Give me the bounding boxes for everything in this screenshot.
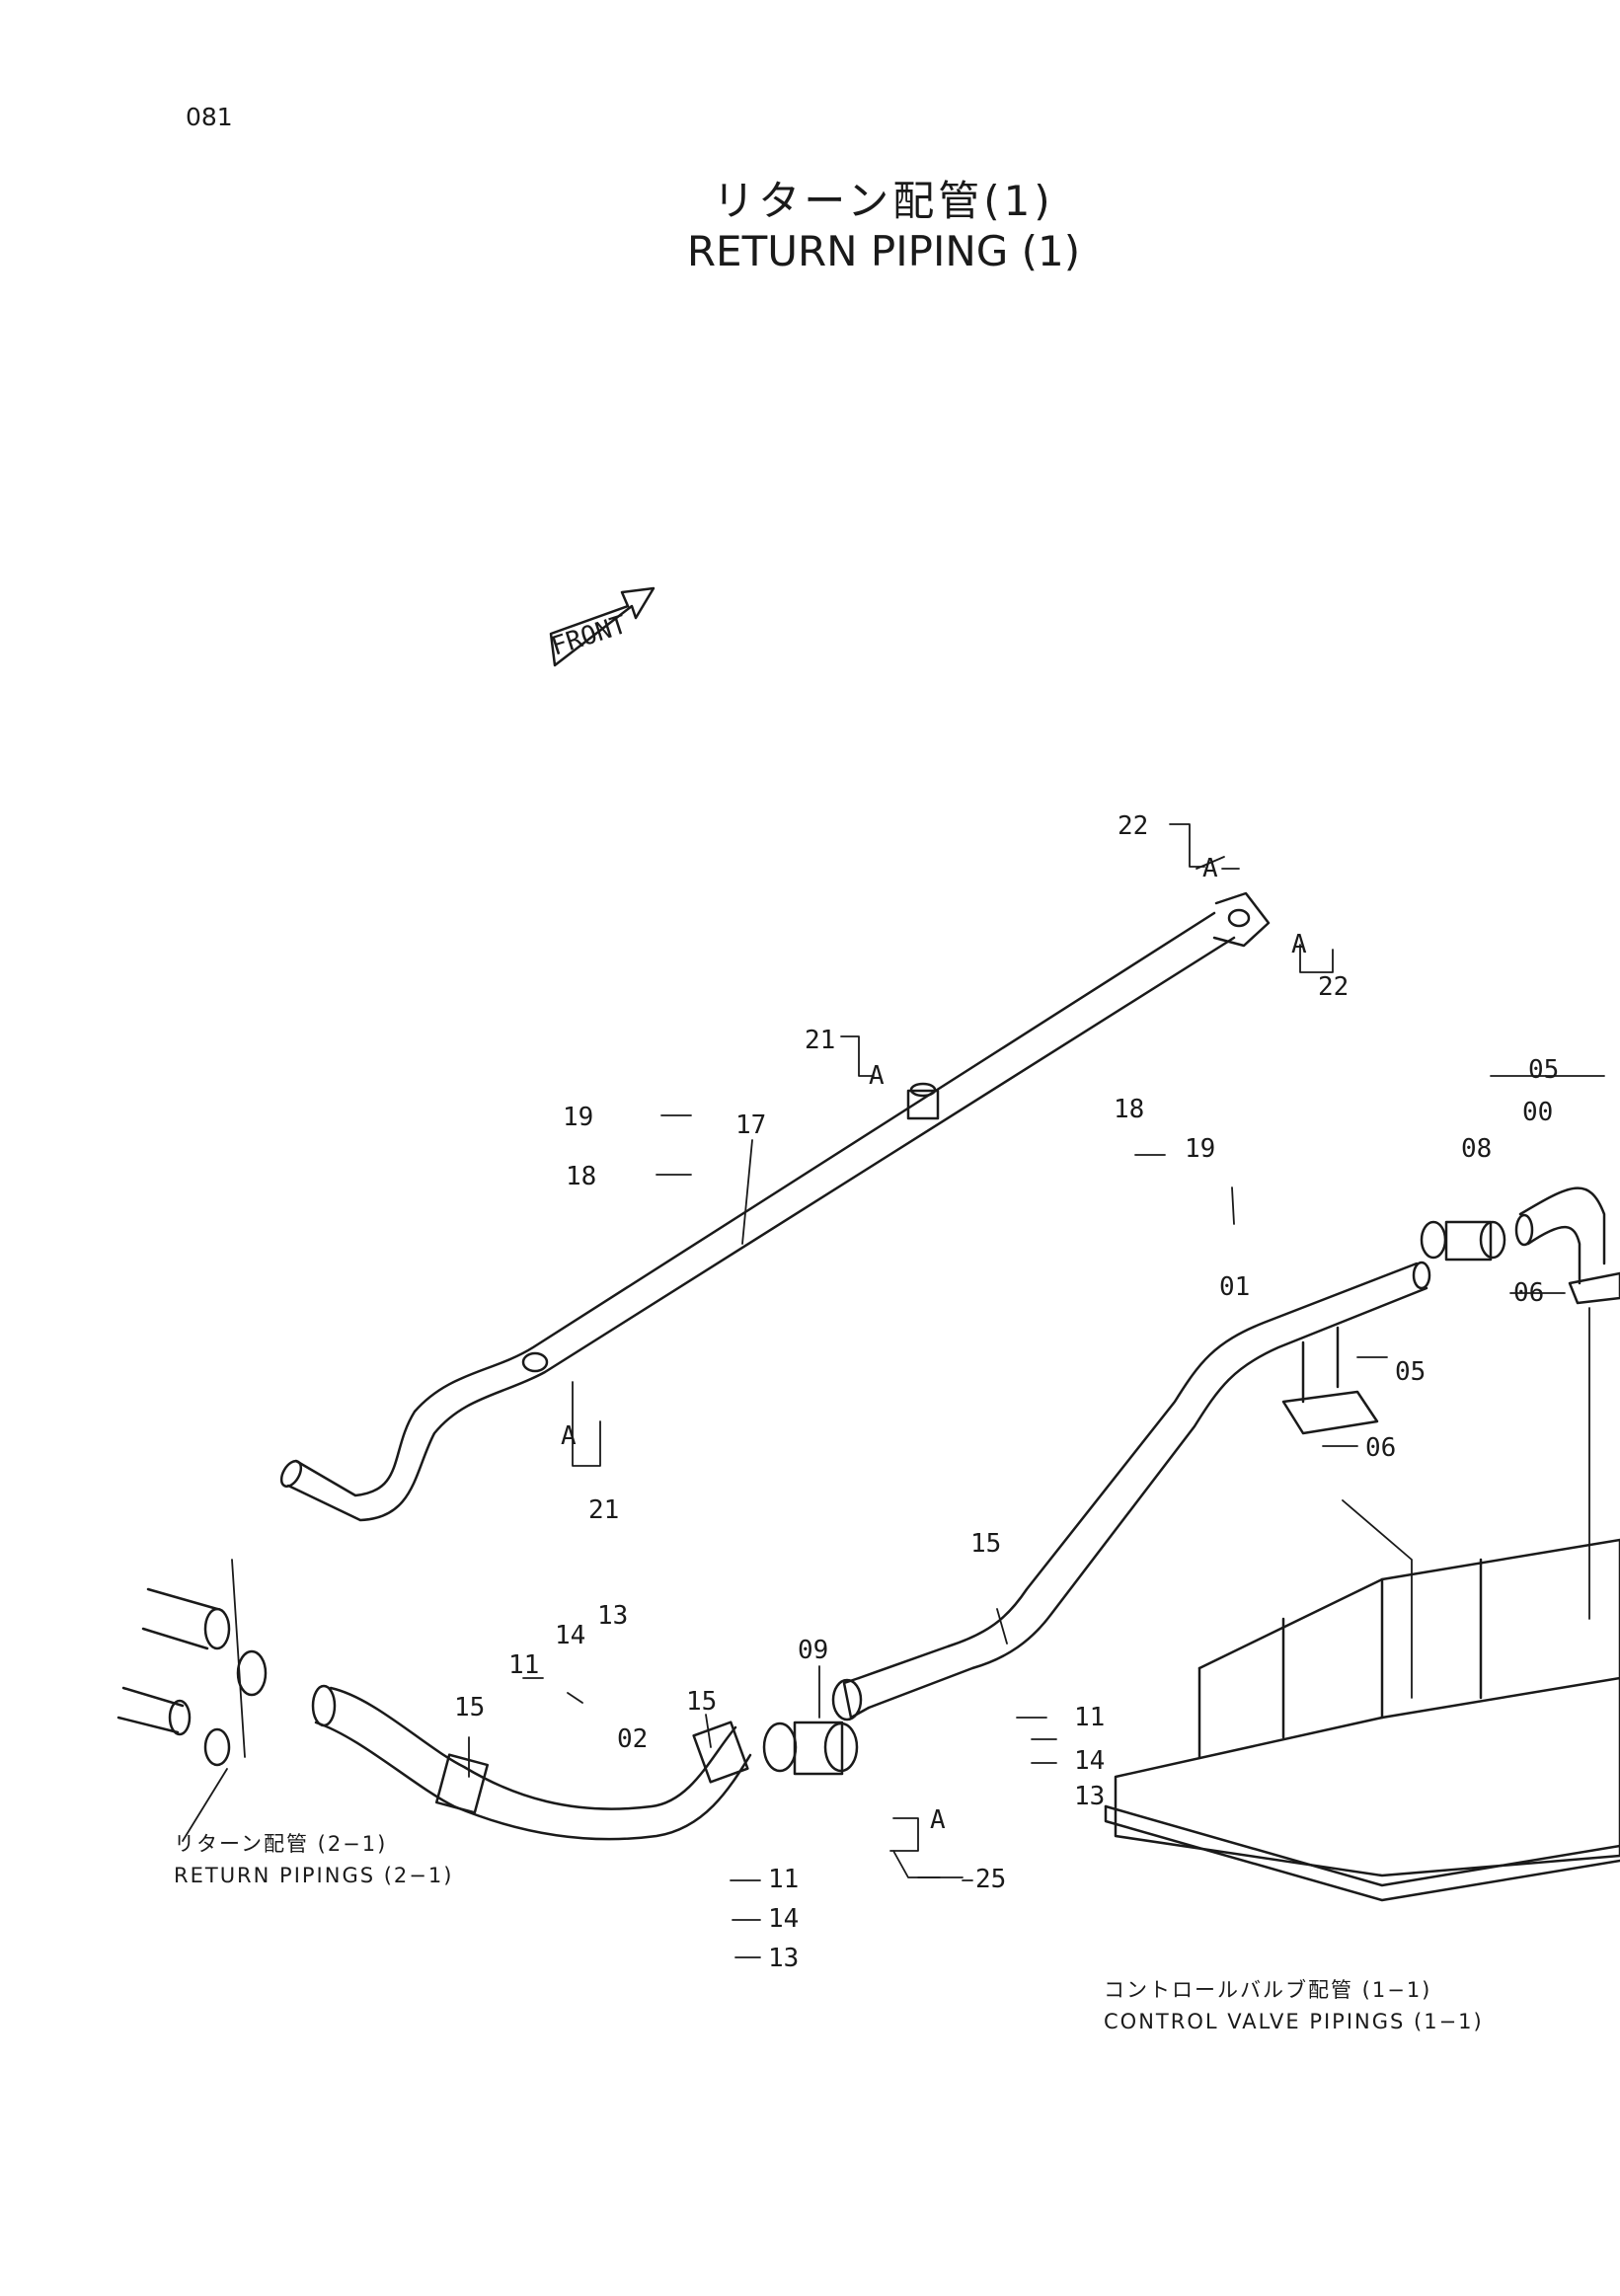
part-label-14: 14 xyxy=(768,1904,799,1934)
section-mark-a: A xyxy=(869,1061,885,1091)
part-label-22: 22 xyxy=(1318,972,1349,1002)
clamp-09 xyxy=(762,1721,859,1776)
title-japanese: リターン配管(1) xyxy=(713,177,1054,225)
part-label-21: 21 xyxy=(588,1495,619,1525)
clamp-08 xyxy=(1420,1220,1506,1262)
leader-lines xyxy=(182,823,1605,1958)
part-label-11: 11 xyxy=(508,1650,539,1680)
pipe-02 xyxy=(311,1684,752,1841)
part-label-14: 14 xyxy=(1074,1746,1105,1776)
pipe-01 xyxy=(831,1261,1431,1722)
pipe-17 xyxy=(279,891,1271,1522)
part-label-13: 13 xyxy=(597,1601,628,1631)
front-label: FRONT xyxy=(548,610,631,662)
section-mark-a: A xyxy=(1202,854,1218,883)
part-label-11: 11 xyxy=(768,1865,799,1894)
part-label-09: 09 xyxy=(798,1636,828,1665)
reference-return-pipings: リターン配管 (2−1) RETURN PIPINGS (2−1) xyxy=(174,1828,453,1891)
part-label-18: 18 xyxy=(566,1162,596,1191)
part-label-19: 19 xyxy=(563,1103,593,1132)
part-label-25: 25 xyxy=(975,1865,1006,1894)
reference-control-valve-jp: コントロールバルブ配管 (1−1) xyxy=(1104,1978,1432,2002)
part-label-05: 05 xyxy=(1395,1357,1426,1387)
part-label-19: 19 xyxy=(1185,1134,1215,1164)
part-label-13: 13 xyxy=(768,1944,799,1973)
part-label-08: 08 xyxy=(1461,1134,1492,1164)
part-label-14: 14 xyxy=(555,1621,585,1650)
elbow-pipe-00 xyxy=(1514,1186,1620,1305)
part-label-18: 18 xyxy=(1114,1095,1144,1124)
title-english: RETURN PIPING (1) xyxy=(686,227,1081,275)
reference-control-valve: コントロールバルブ配管 (1−1) CONTROL VALVE PIPINGS … xyxy=(1104,1974,1484,2037)
control-valve-body xyxy=(1104,1538,1620,1902)
return-hose-ends xyxy=(116,1587,268,1767)
section-mark-a: A xyxy=(1291,930,1307,959)
part-label-22: 22 xyxy=(1118,811,1148,841)
reference-control-valve-en: CONTROL VALVE PIPINGS (1−1) xyxy=(1104,2010,1484,2033)
part-label-05: 05 xyxy=(1528,1055,1559,1085)
part-label-06: 06 xyxy=(1513,1278,1544,1308)
pipe-17-boss xyxy=(906,1089,940,1120)
part-label-21: 21 xyxy=(805,1026,835,1055)
part-label-13: 13 xyxy=(1074,1782,1105,1811)
page-number: 081 xyxy=(186,103,233,131)
reference-return-pipings-jp: リターン配管 (2−1) xyxy=(174,1832,388,1856)
part-label-15: 15 xyxy=(970,1529,1001,1559)
part-label-06: 06 xyxy=(1365,1433,1396,1463)
part-label-01: 01 xyxy=(1219,1272,1250,1302)
part-label-02: 02 xyxy=(617,1724,648,1754)
part-label-15: 15 xyxy=(686,1687,717,1717)
part-label-00: 00 xyxy=(1522,1098,1553,1127)
part-label-17: 17 xyxy=(735,1110,766,1140)
front-arrow-icon: FRONT xyxy=(548,586,656,667)
part-label-15: 15 xyxy=(454,1693,485,1722)
part-label-11: 11 xyxy=(1074,1703,1105,1732)
reference-return-pipings-en: RETURN PIPINGS (2−1) xyxy=(174,1864,454,1887)
section-mark-a: A xyxy=(930,1805,946,1835)
section-mark-a: A xyxy=(561,1421,577,1451)
